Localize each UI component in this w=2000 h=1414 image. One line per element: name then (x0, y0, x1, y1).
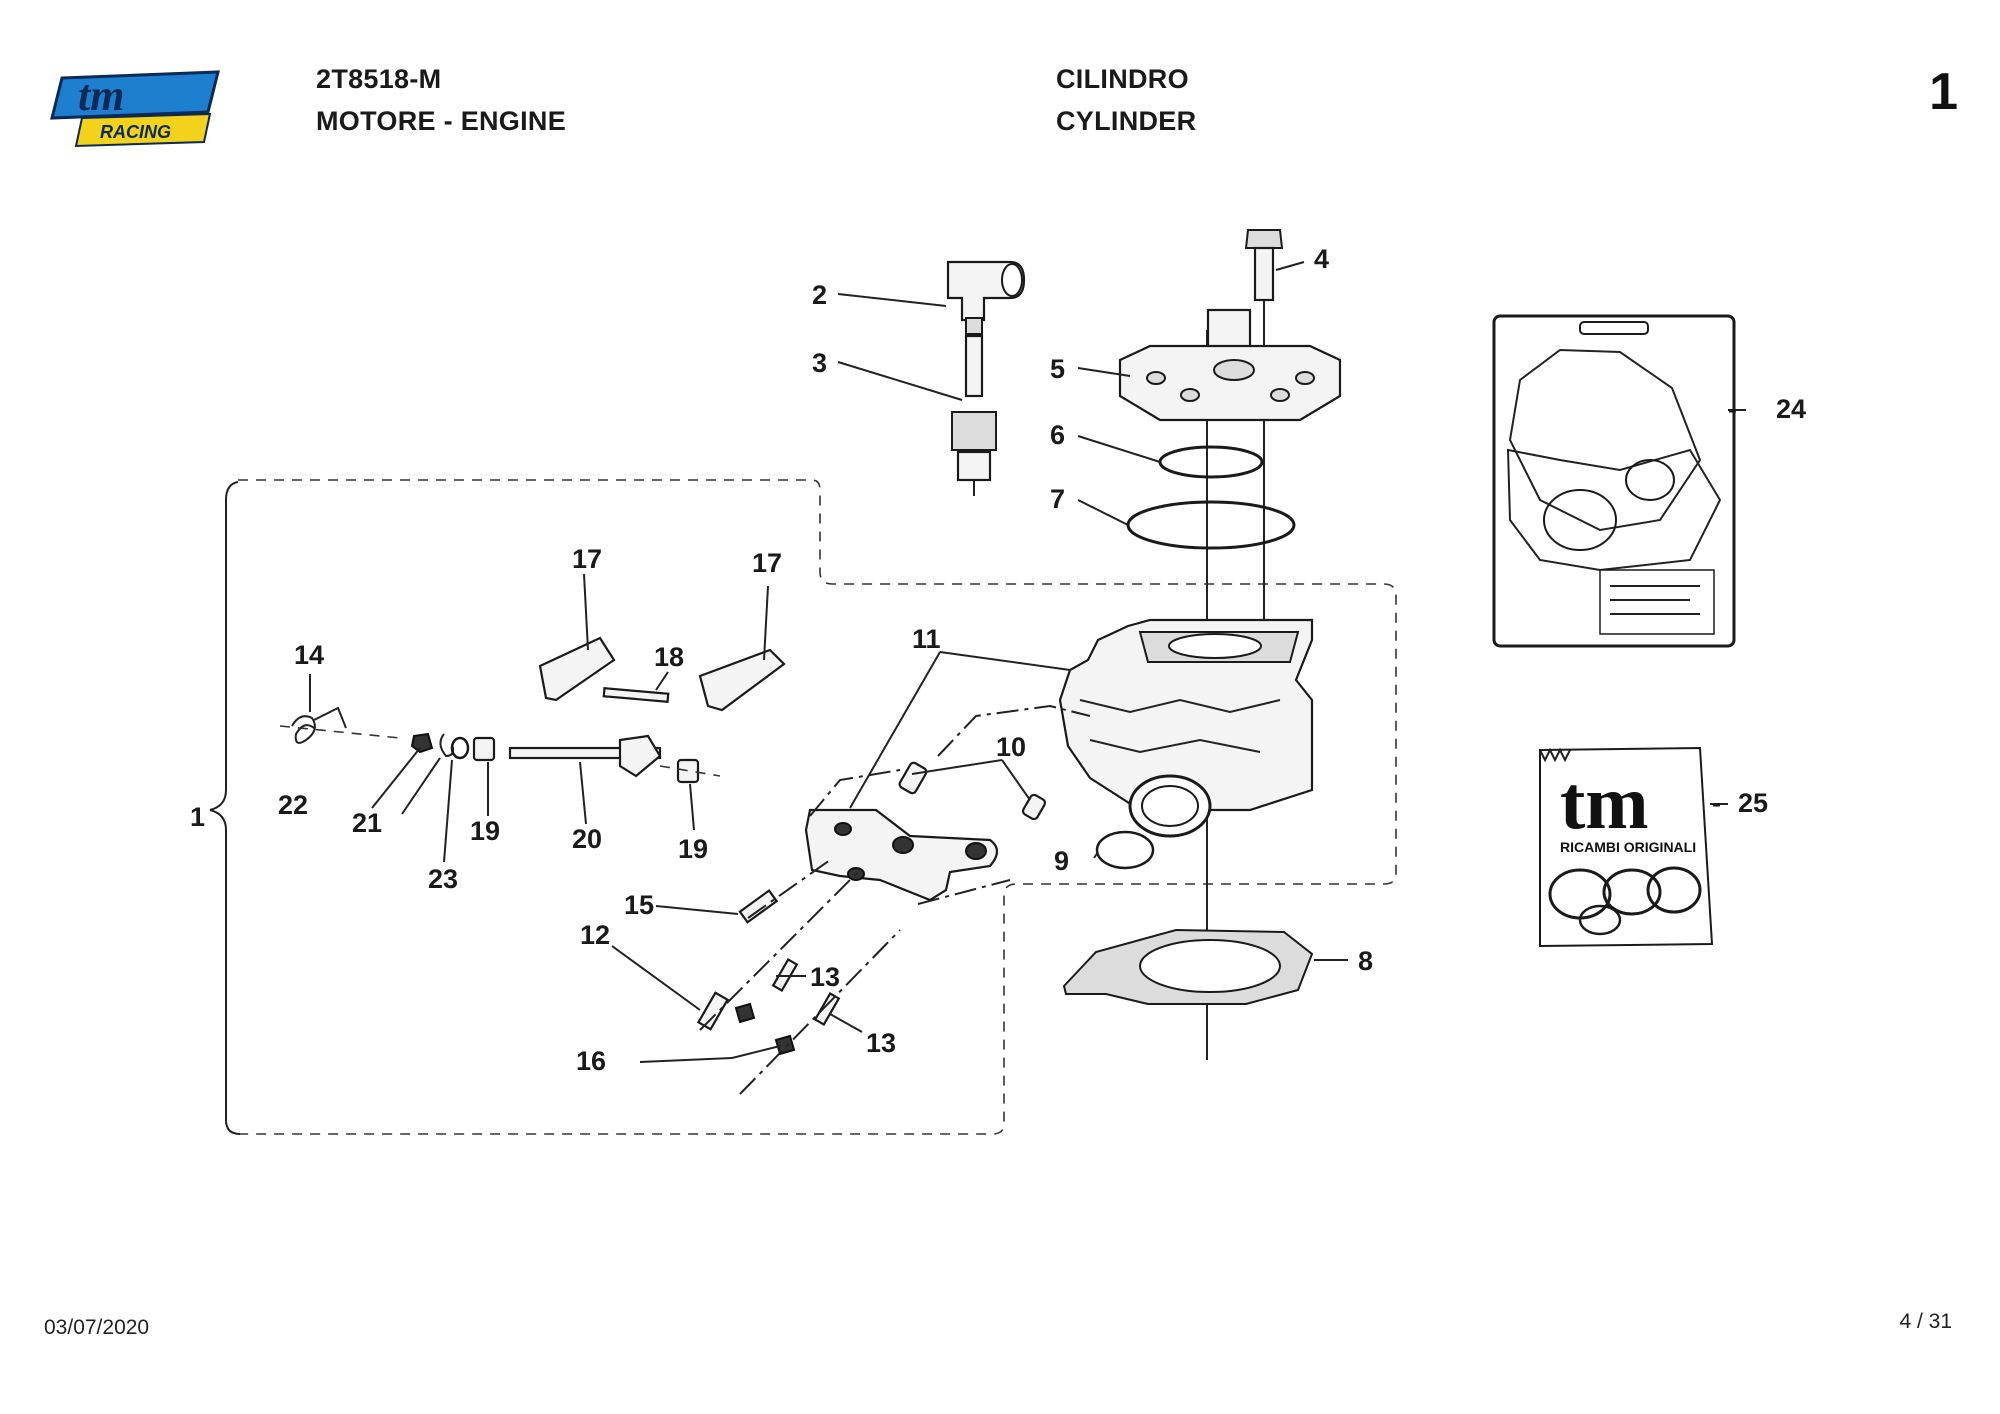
head-o-ring-large (1126, 500, 1296, 550)
tm-racing-logo: tm RACING (50, 70, 220, 148)
callout-20: 20 (572, 824, 602, 854)
callout-9: 9 (1054, 846, 1069, 876)
lock-nut (410, 732, 434, 754)
callout-15: 15 (624, 890, 654, 920)
callout-7: 7 (1050, 484, 1065, 514)
dowel-pins (898, 761, 1047, 821)
seal-kit-bag: tm RICAMBI ORIGINALI (1539, 746, 1714, 948)
cylinder (1058, 618, 1314, 838)
leader-lines (309, 261, 1746, 1063)
footer-page: 4 / 31 (1899, 1310, 1952, 1333)
gasket-kit-card (1492, 314, 1736, 648)
callout-19b: 19 (678, 834, 708, 864)
callout-16: 16 (576, 1046, 606, 1076)
callout-17b: 17 (752, 548, 782, 578)
cylinder-head (1118, 308, 1342, 422)
callout-19a: 19 (470, 816, 500, 846)
exhaust-o-ring (1095, 830, 1155, 870)
callout-24: 24 (1776, 394, 1806, 424)
torsion-spring (291, 706, 347, 744)
callout-4: 4 (1314, 244, 1329, 274)
callout-24-dash: - (1728, 394, 1737, 424)
logo-text: tm (78, 71, 124, 120)
valve-nut-a (734, 1002, 756, 1024)
callout-12: 12 (580, 920, 610, 950)
valve-shaft (508, 734, 662, 778)
head-bolt (1244, 229, 1284, 302)
callout-23: 23 (428, 864, 458, 894)
spark-plug (951, 334, 997, 496)
valve-bushing-right (676, 758, 700, 784)
base-gasket (1062, 928, 1314, 1005)
valve-blade-right (698, 648, 786, 712)
callout-13a: 13 (810, 962, 840, 992)
footer-date: 03/07/2020 (44, 1316, 150, 1339)
valve-bolt-15 (738, 889, 779, 924)
logo-sub-text: RACING (100, 122, 171, 142)
spark-plug-cap (946, 260, 1026, 335)
callout-18: 18 (654, 642, 684, 672)
head-o-ring-small (1158, 445, 1264, 479)
seal-kit-logo: tm (1560, 761, 1649, 845)
group-boundary (238, 479, 1397, 1135)
valve-bolt-12 (696, 991, 730, 1031)
callout-11: 11 (912, 624, 941, 654)
valve-nut-b (774, 1034, 796, 1056)
group-title-en: CYLINDER (1056, 106, 1197, 136)
valve-bushing-left (472, 736, 496, 762)
group-title-it: CILINDRO (1056, 64, 1189, 94)
callout-21: 21 (352, 808, 382, 838)
valve-pin (602, 687, 670, 703)
callout-5: 5 (1050, 354, 1065, 384)
callout-8: 8 (1358, 946, 1373, 976)
doc-code: 2T8518-M (316, 64, 442, 94)
callout-17a: 17 (572, 544, 602, 574)
callout-13b: 13 (866, 1028, 896, 1058)
callout-22: 22 (278, 790, 308, 820)
callout-25-dash: - (1712, 788, 1721, 818)
callout-1: 1 (190, 802, 205, 832)
exhaust-valve-housing (804, 808, 999, 902)
callout-6: 6 (1050, 420, 1065, 450)
valve-stud-b (813, 992, 841, 1026)
seal-kit-caption: RICAMBI ORIGINALI (1560, 839, 1696, 855)
callout-10: 10 (996, 732, 1026, 762)
valve-blade-left (538, 636, 616, 702)
callout-2: 2 (812, 280, 827, 310)
table-number: 1 (1929, 63, 1958, 121)
callout-3: 3 (812, 348, 827, 378)
valve-washer (450, 736, 470, 760)
callout-14: 14 (294, 640, 324, 670)
section-title: MOTORE - ENGINE (316, 106, 567, 136)
group-brace (209, 481, 241, 1135)
callout-25: 25 (1738, 788, 1768, 818)
